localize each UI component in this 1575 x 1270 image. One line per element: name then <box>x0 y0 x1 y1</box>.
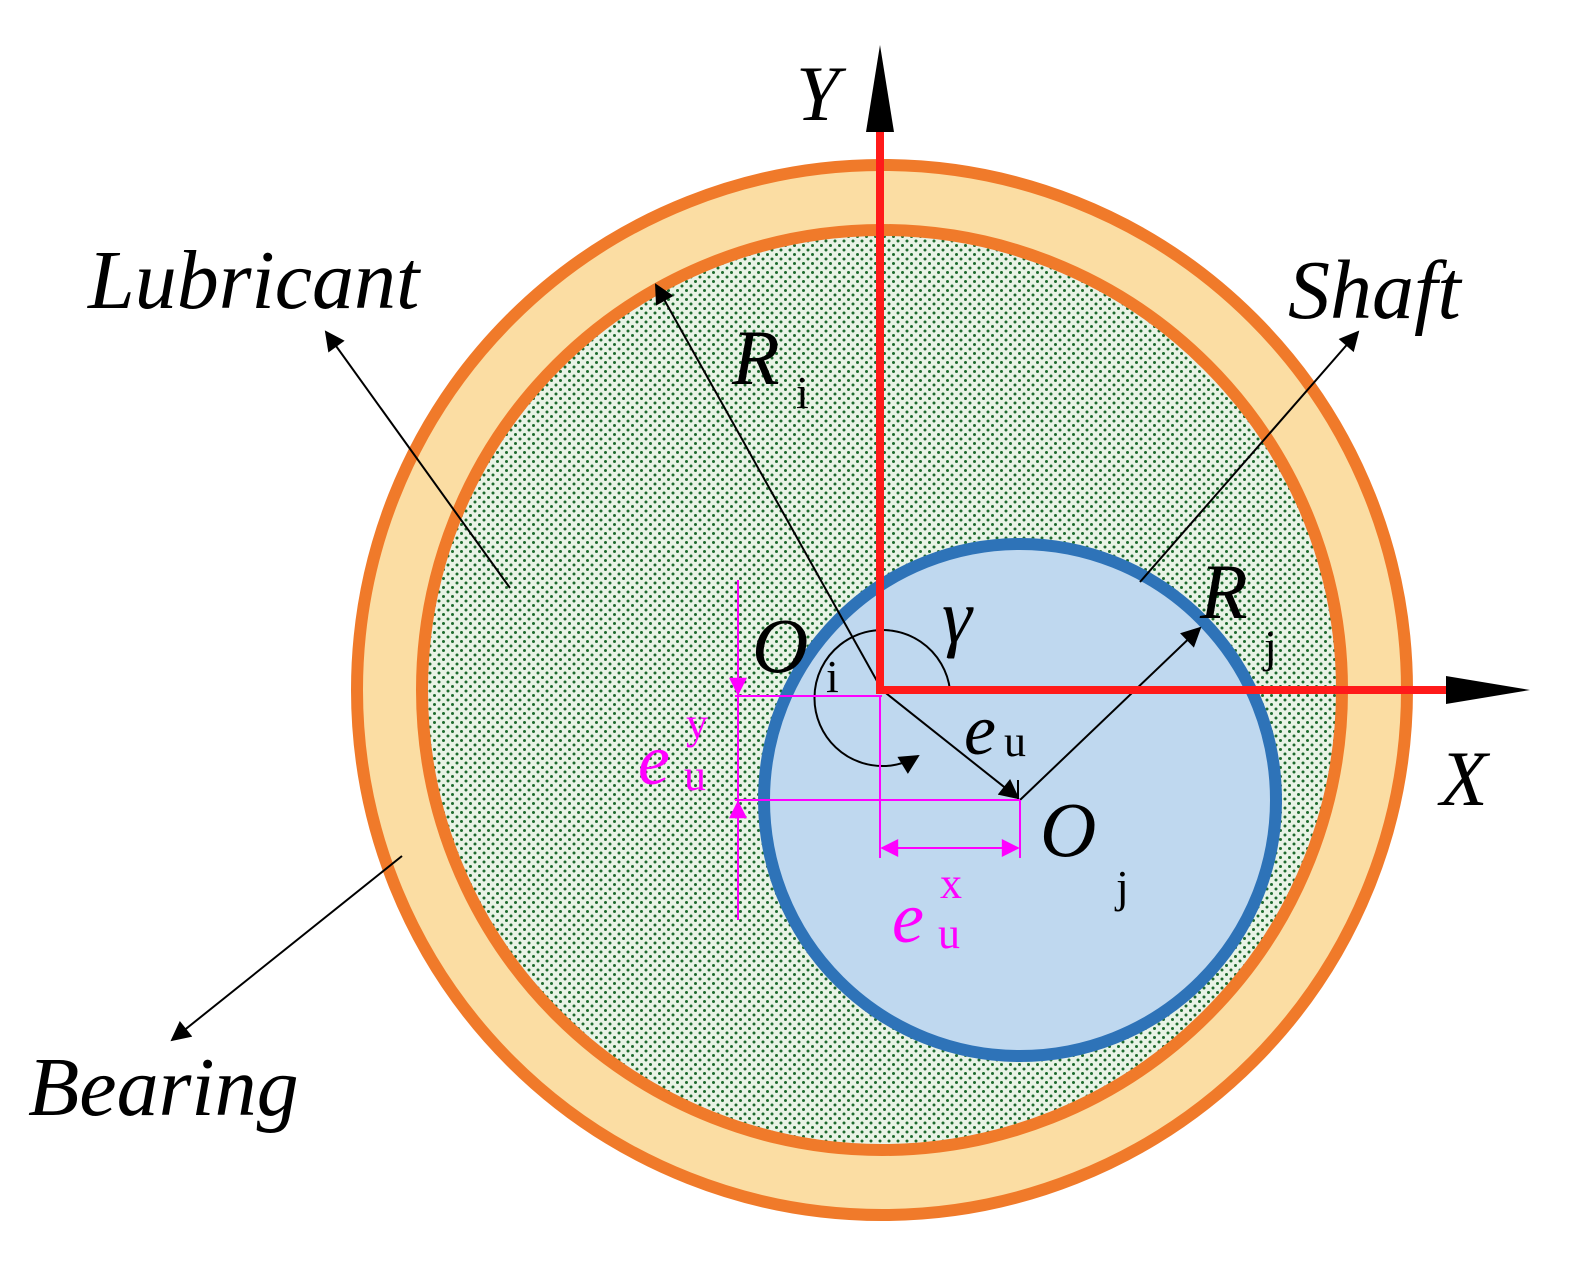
coordinate-axes <box>866 45 1530 704</box>
eu-label: e <box>964 690 996 770</box>
rj-label: R <box>1199 548 1248 635</box>
ri-subscript: i <box>796 367 809 418</box>
shaft-label: Shaft <box>1288 244 1463 337</box>
gamma-angle-arc <box>813 629 951 774</box>
lubricant-label: Lubricant <box>87 234 422 327</box>
oj-label: O <box>1040 786 1096 873</box>
oi-label: O <box>752 602 808 689</box>
oj-subscript: j <box>1114 861 1129 912</box>
eu-x-label: e <box>892 878 924 958</box>
oi-subscript: i <box>826 651 839 702</box>
eu-subscript: u <box>1004 717 1026 766</box>
eu-x-subscript: u <box>938 909 960 958</box>
gamma-label: γ <box>942 575 974 659</box>
eccentricity-line <box>881 689 1020 800</box>
shaft-leader-line <box>1139 330 1360 583</box>
rj-subscript: j <box>1262 621 1277 672</box>
radius-rj-line <box>1019 626 1202 801</box>
radius-ri-line <box>655 283 883 691</box>
ri-label: R <box>731 314 780 401</box>
lubricant-leader-line <box>324 330 511 589</box>
eu-y-superscript: y <box>686 699 708 748</box>
axis-x-label: X <box>1437 735 1491 822</box>
eu-y-label: e <box>638 720 670 800</box>
bearing-leader-line <box>170 855 403 1042</box>
bearing-label: Bearing <box>28 1041 299 1134</box>
x-axis-arrowhead <box>1446 676 1530 704</box>
axis-y-label: Y <box>796 50 847 137</box>
eccentricity-dimensions <box>729 580 1021 920</box>
eu-y-subscript: u <box>684 751 706 800</box>
y-axis-arrowhead <box>866 45 894 132</box>
eu-x-superscript: x <box>940 859 962 908</box>
